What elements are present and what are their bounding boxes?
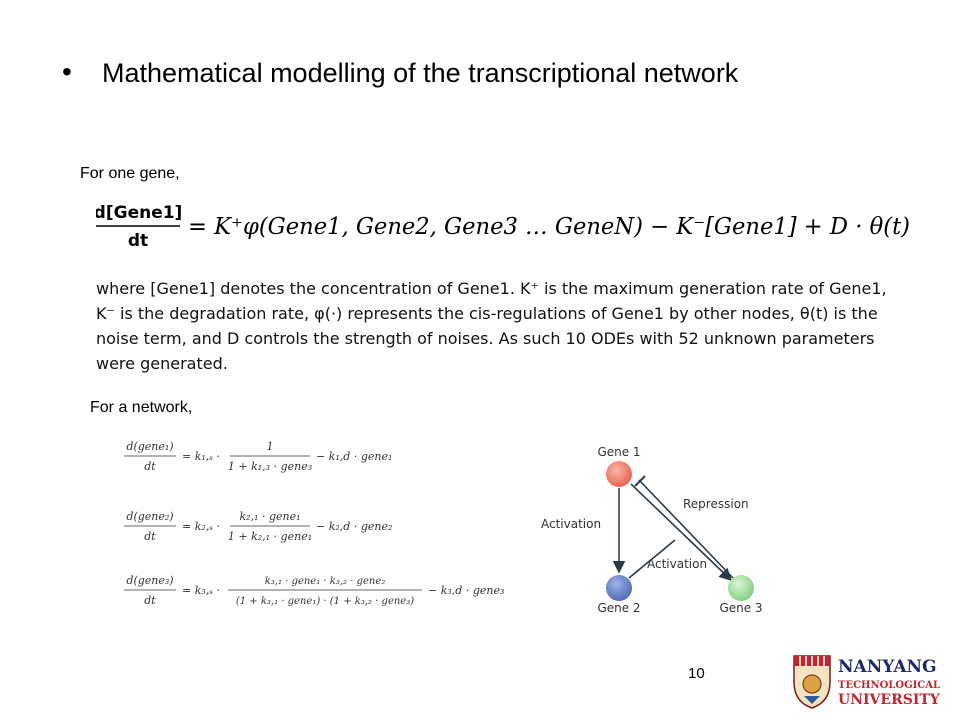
paragraph-line: noise term, and D controls the strength … [96, 329, 875, 348]
label-one-gene: For one gene, [80, 165, 180, 182]
edge-gene3-gene1-repression [638, 479, 734, 579]
eq1-suffix: − k₁,d · gene₁ [316, 450, 392, 463]
edge-gene1-gene3 [630, 483, 733, 582]
gene3-node [728, 575, 754, 601]
edge-repression-label: Repression [683, 497, 749, 511]
eq3-frac-num: k₃,₁ · gene₁ · k₃,₂ · gene₂ [265, 576, 386, 587]
logo-line1: NANYANG [838, 657, 937, 677]
paragraph-line: where [Gene1] denotes the concentration … [96, 279, 887, 298]
eq1-frac-num: 1 [267, 440, 274, 453]
slide-title: Mathematical modelling of the transcript… [102, 58, 739, 88]
eq3-frac-den: (1 + k₃,₁ · gene₁) · (1 + k₃,₂ · gene₃) [236, 596, 414, 607]
eq3-suffix: − k₃,d · gene₃ [428, 584, 504, 597]
gene2-node [606, 575, 632, 601]
logo-line2: TECHNOLOGICAL [838, 680, 940, 691]
paragraph-line: K⁻ is the degradation rate, φ(·) represe… [96, 304, 878, 323]
network-equation-2: d(gene₂) dt = k₂,ₛ · k₂,₁ · gene₁ 1 + k₂… [124, 510, 392, 543]
gene3-label: Gene 3 [719, 601, 762, 615]
gene2-label: Gene 2 [597, 601, 640, 615]
eq2-prefix: = k₂,ₛ · [182, 520, 220, 533]
edge-gene2-gene3 [628, 539, 676, 579]
network-equation-3: d(gene₃) dt = k₃,ₛ · k₃,₁ · gene₁ · k₃,₂… [124, 574, 504, 607]
eq2-frac-num: k₂,₁ · gene₁ [239, 510, 300, 523]
eq3-prefix: = k₃,ₛ · [182, 584, 220, 597]
gene-network-diagram: Gene 1 Gene 2 Gene 3 Activation Repressi… [541, 445, 763, 615]
label-network: For a network, [90, 399, 193, 416]
eq2-frac-den: 1 + k₂,₁ · gene₁ [228, 530, 312, 543]
page-number: 10 [688, 665, 705, 682]
gene1-node [606, 461, 632, 487]
eq3-lhs-den: dt [144, 594, 156, 607]
main-eq-rhs: = K⁺φ(Gene1, Gene2, Gene3 … GeneN) − K⁻[… [188, 214, 910, 240]
edge-activation-left-label: Activation [541, 517, 601, 531]
eq1-frac-den: 1 + k₁,₃ · gene₃ [228, 460, 312, 473]
logo-line3: UNIVERSITY [838, 692, 941, 708]
eq1-lhs-den: dt [144, 460, 156, 473]
explanation-paragraph: where [Gene1] denotes the concentration … [96, 276, 910, 376]
eq3-lhs-num: d(gene₃) [126, 574, 173, 587]
ntu-logo: NANYANG TECHNOLOGICAL UNIVERSITY [793, 655, 941, 709]
eq2-lhs-den: dt [144, 530, 156, 543]
gene1-label: Gene 1 [597, 445, 640, 459]
main-eq-lhs-numerator: d[Gene1] [96, 203, 182, 223]
edge-activation-mid-label: Activation [647, 557, 707, 571]
ntu-crest-icon [793, 655, 831, 709]
main-eq-lhs-denominator: dt [128, 231, 148, 251]
network-equations: d(gene₁) dt = k₁,ₛ · 1 1 + k₁,₃ · gene₃ … [124, 440, 504, 607]
eq2-suffix: − k₂,d · gene₂ [316, 520, 392, 533]
paragraph-line: were generated. [96, 354, 228, 373]
title-bullet: • [62, 56, 72, 87]
eq2-lhs-num: d(gene₂) [126, 510, 173, 523]
network-equation-1: d(gene₁) dt = k₁,ₛ · 1 1 + k₁,₃ · gene₃ … [124, 440, 392, 473]
main-equation: d[Gene1] dt = K⁺φ(Gene1, Gene2, Gene3 … … [96, 203, 910, 251]
repression-bar [634, 475, 646, 487]
eq1-prefix: = k₁,ₛ · [182, 450, 220, 463]
eq1-lhs-num: d(gene₁) [126, 440, 173, 453]
